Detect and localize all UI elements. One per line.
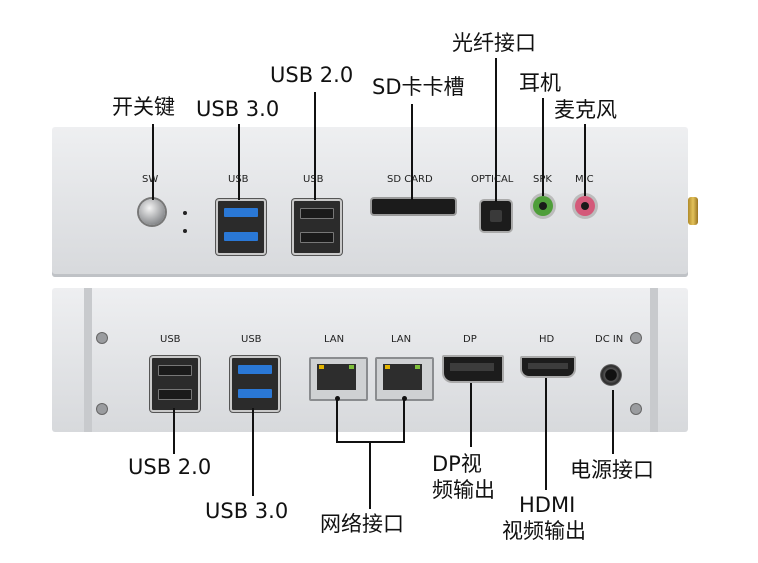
- usb2-port-bottom[interactable]: [150, 356, 200, 412]
- leader-line: [495, 58, 497, 202]
- leader-line: [173, 408, 175, 454]
- callout-usb2-top: USB 2.0: [270, 64, 353, 87]
- hdd-led: [183, 229, 187, 233]
- callout-dp-line2: 频输出: [432, 479, 495, 502]
- callout-headphone: 耳机: [519, 72, 561, 95]
- displayport[interactable]: [442, 355, 504, 383]
- optical-port[interactable]: [481, 201, 511, 231]
- panel-label-optical: OPTICAL: [471, 174, 513, 185]
- panel-label-lan2: LAN: [391, 334, 411, 345]
- callout-dp-line1: DP视: [432, 453, 482, 476]
- screw-icon: [631, 404, 641, 414]
- panel-label-sw: SW: [142, 174, 158, 185]
- leader-line: [336, 400, 338, 442]
- rear-panel: [52, 288, 688, 432]
- callout-usb3-bottom: USB 3.0: [205, 500, 288, 523]
- panel-label-dp: DP: [463, 334, 477, 345]
- panel-label-hd: HD: [539, 334, 554, 345]
- dc-power-jack[interactable]: [600, 364, 622, 386]
- callout-hdmi-line2: 视频输出: [502, 520, 586, 543]
- callout-lan: 网络接口: [320, 513, 404, 536]
- callout-power-button: 开关键: [112, 96, 175, 119]
- leader-dot: [402, 396, 407, 401]
- rear-panel-left-edge: [84, 288, 92, 432]
- speaker-jack[interactable]: [533, 196, 553, 216]
- leader-line: [314, 92, 316, 200]
- callout-sd-slot: SD卡卡槽: [372, 76, 465, 99]
- leader-line: [612, 390, 614, 454]
- leader-line: [403, 400, 405, 442]
- callout-power-jack: 电源接口: [570, 459, 654, 482]
- power-led: [183, 211, 187, 215]
- panel-label-lan1: LAN: [324, 334, 344, 345]
- antenna: [688, 197, 698, 225]
- lan-port-1[interactable]: [309, 357, 368, 401]
- rear-panel-right-edge: [650, 288, 658, 432]
- leader-line: [545, 378, 547, 490]
- leader-line: [369, 441, 371, 509]
- usb3-port-top[interactable]: [216, 199, 266, 255]
- callout-usb2-bottom: USB 2.0: [128, 456, 211, 479]
- screw-icon: [97, 333, 107, 343]
- leader-line: [584, 124, 586, 196]
- leader-line: [411, 104, 413, 200]
- hdmi-port[interactable]: [520, 356, 576, 378]
- panel-label-dcin: DC IN: [595, 334, 623, 345]
- sd-card-slot[interactable]: [372, 199, 455, 214]
- panel-label-usb2-bottom: USB: [160, 334, 181, 345]
- callout-usb3-top: USB 3.0: [196, 98, 279, 121]
- callout-hdmi-line1: HDMI: [519, 494, 575, 517]
- mic-jack[interactable]: [575, 196, 595, 216]
- screw-icon: [631, 333, 641, 343]
- leader-line: [542, 98, 544, 196]
- leader-line: [252, 408, 254, 496]
- leader-line: [470, 383, 472, 447]
- leader-line: [238, 124, 240, 200]
- panel-label-usb3-bottom: USB: [241, 334, 262, 345]
- lan-port-2[interactable]: [375, 357, 434, 401]
- usb3-port-bottom[interactable]: [230, 356, 280, 412]
- callout-mic: 麦克风: [554, 99, 617, 122]
- leader-dot: [335, 396, 340, 401]
- leader-line: [152, 124, 154, 200]
- panel-label-sd: SD CARD: [387, 174, 433, 185]
- power-button[interactable]: [139, 199, 165, 225]
- callout-optical: 光纤接口: [452, 32, 536, 55]
- screw-icon: [97, 404, 107, 414]
- usb2-port-top[interactable]: [292, 199, 342, 255]
